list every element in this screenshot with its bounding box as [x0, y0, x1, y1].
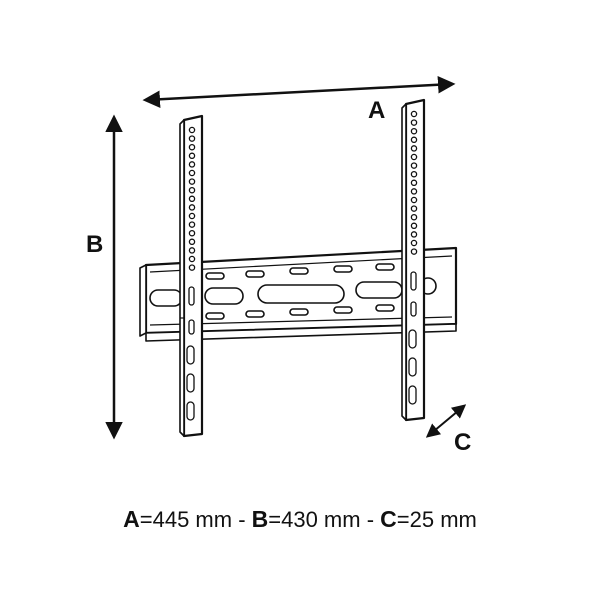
mounting-hole — [188, 204, 196, 211]
mounting-hole — [188, 221, 196, 228]
caption-c-value: =25 mm — [396, 507, 477, 532]
caption-separator-1: - — [232, 507, 252, 532]
mounting-hole — [410, 127, 418, 135]
mounting-hole — [188, 143, 196, 151]
dimension-c-label: C — [454, 429, 471, 456]
mounting-hole — [410, 239, 418, 247]
mounting-hole — [410, 162, 418, 169]
mounting-hole — [188, 229, 196, 237]
mounting-hole — [410, 196, 418, 204]
mounting-hole — [410, 145, 418, 152]
mounting-hole — [410, 222, 418, 230]
mounting-hole — [188, 255, 196, 263]
mounting-hole — [188, 178, 196, 185]
mounting-hole — [410, 231, 418, 238]
mounting-hole — [410, 153, 418, 161]
left-mounting-arm — [179, 114, 204, 438]
mounting-hole — [188, 135, 196, 142]
mounting-hole — [188, 152, 196, 160]
dimension-a-label: A — [368, 97, 385, 124]
mounting-hole — [410, 248, 418, 255]
mounting-hole — [188, 264, 196, 271]
right-arm-holes — [410, 110, 418, 255]
right-mounting-arm — [401, 98, 426, 422]
caption-a-value: =445 mm — [139, 507, 233, 532]
mounting-hole — [188, 169, 196, 177]
caption-a-key: A — [123, 506, 140, 532]
dimension-b-label: B — [86, 231, 103, 258]
mounting-hole — [410, 119, 418, 126]
wall-plate-slots — [149, 263, 437, 320]
mounting-hole — [410, 170, 418, 178]
caption-b-value: =430 mm — [268, 507, 361, 532]
dimension-c-arrow — [425, 404, 467, 438]
mounting-hole — [188, 161, 196, 168]
mounting-hole — [188, 195, 196, 203]
mounting-hole — [410, 188, 418, 195]
mounting-hole — [410, 205, 418, 212]
caption-separator-2: - — [360, 507, 381, 532]
dimensions-caption: A=445 mm - B=430 mm - C=25 mm — [0, 506, 600, 533]
mounting-hole — [188, 247, 196, 254]
wall-plate — [139, 246, 458, 342]
mounting-hole — [188, 126, 196, 134]
dimension-a-arrow — [142, 75, 456, 109]
mounting-hole — [188, 186, 196, 194]
caption-c-key: C — [380, 506, 397, 532]
mounting-hole — [410, 136, 418, 144]
caption-b-key: B — [251, 506, 269, 532]
left-arm-holes — [188, 126, 196, 271]
mounting-hole — [410, 179, 418, 187]
mounting-hole — [410, 213, 418, 221]
mounting-hole — [188, 238, 196, 246]
mounting-hole — [188, 212, 196, 220]
mounting-hole — [410, 110, 418, 118]
